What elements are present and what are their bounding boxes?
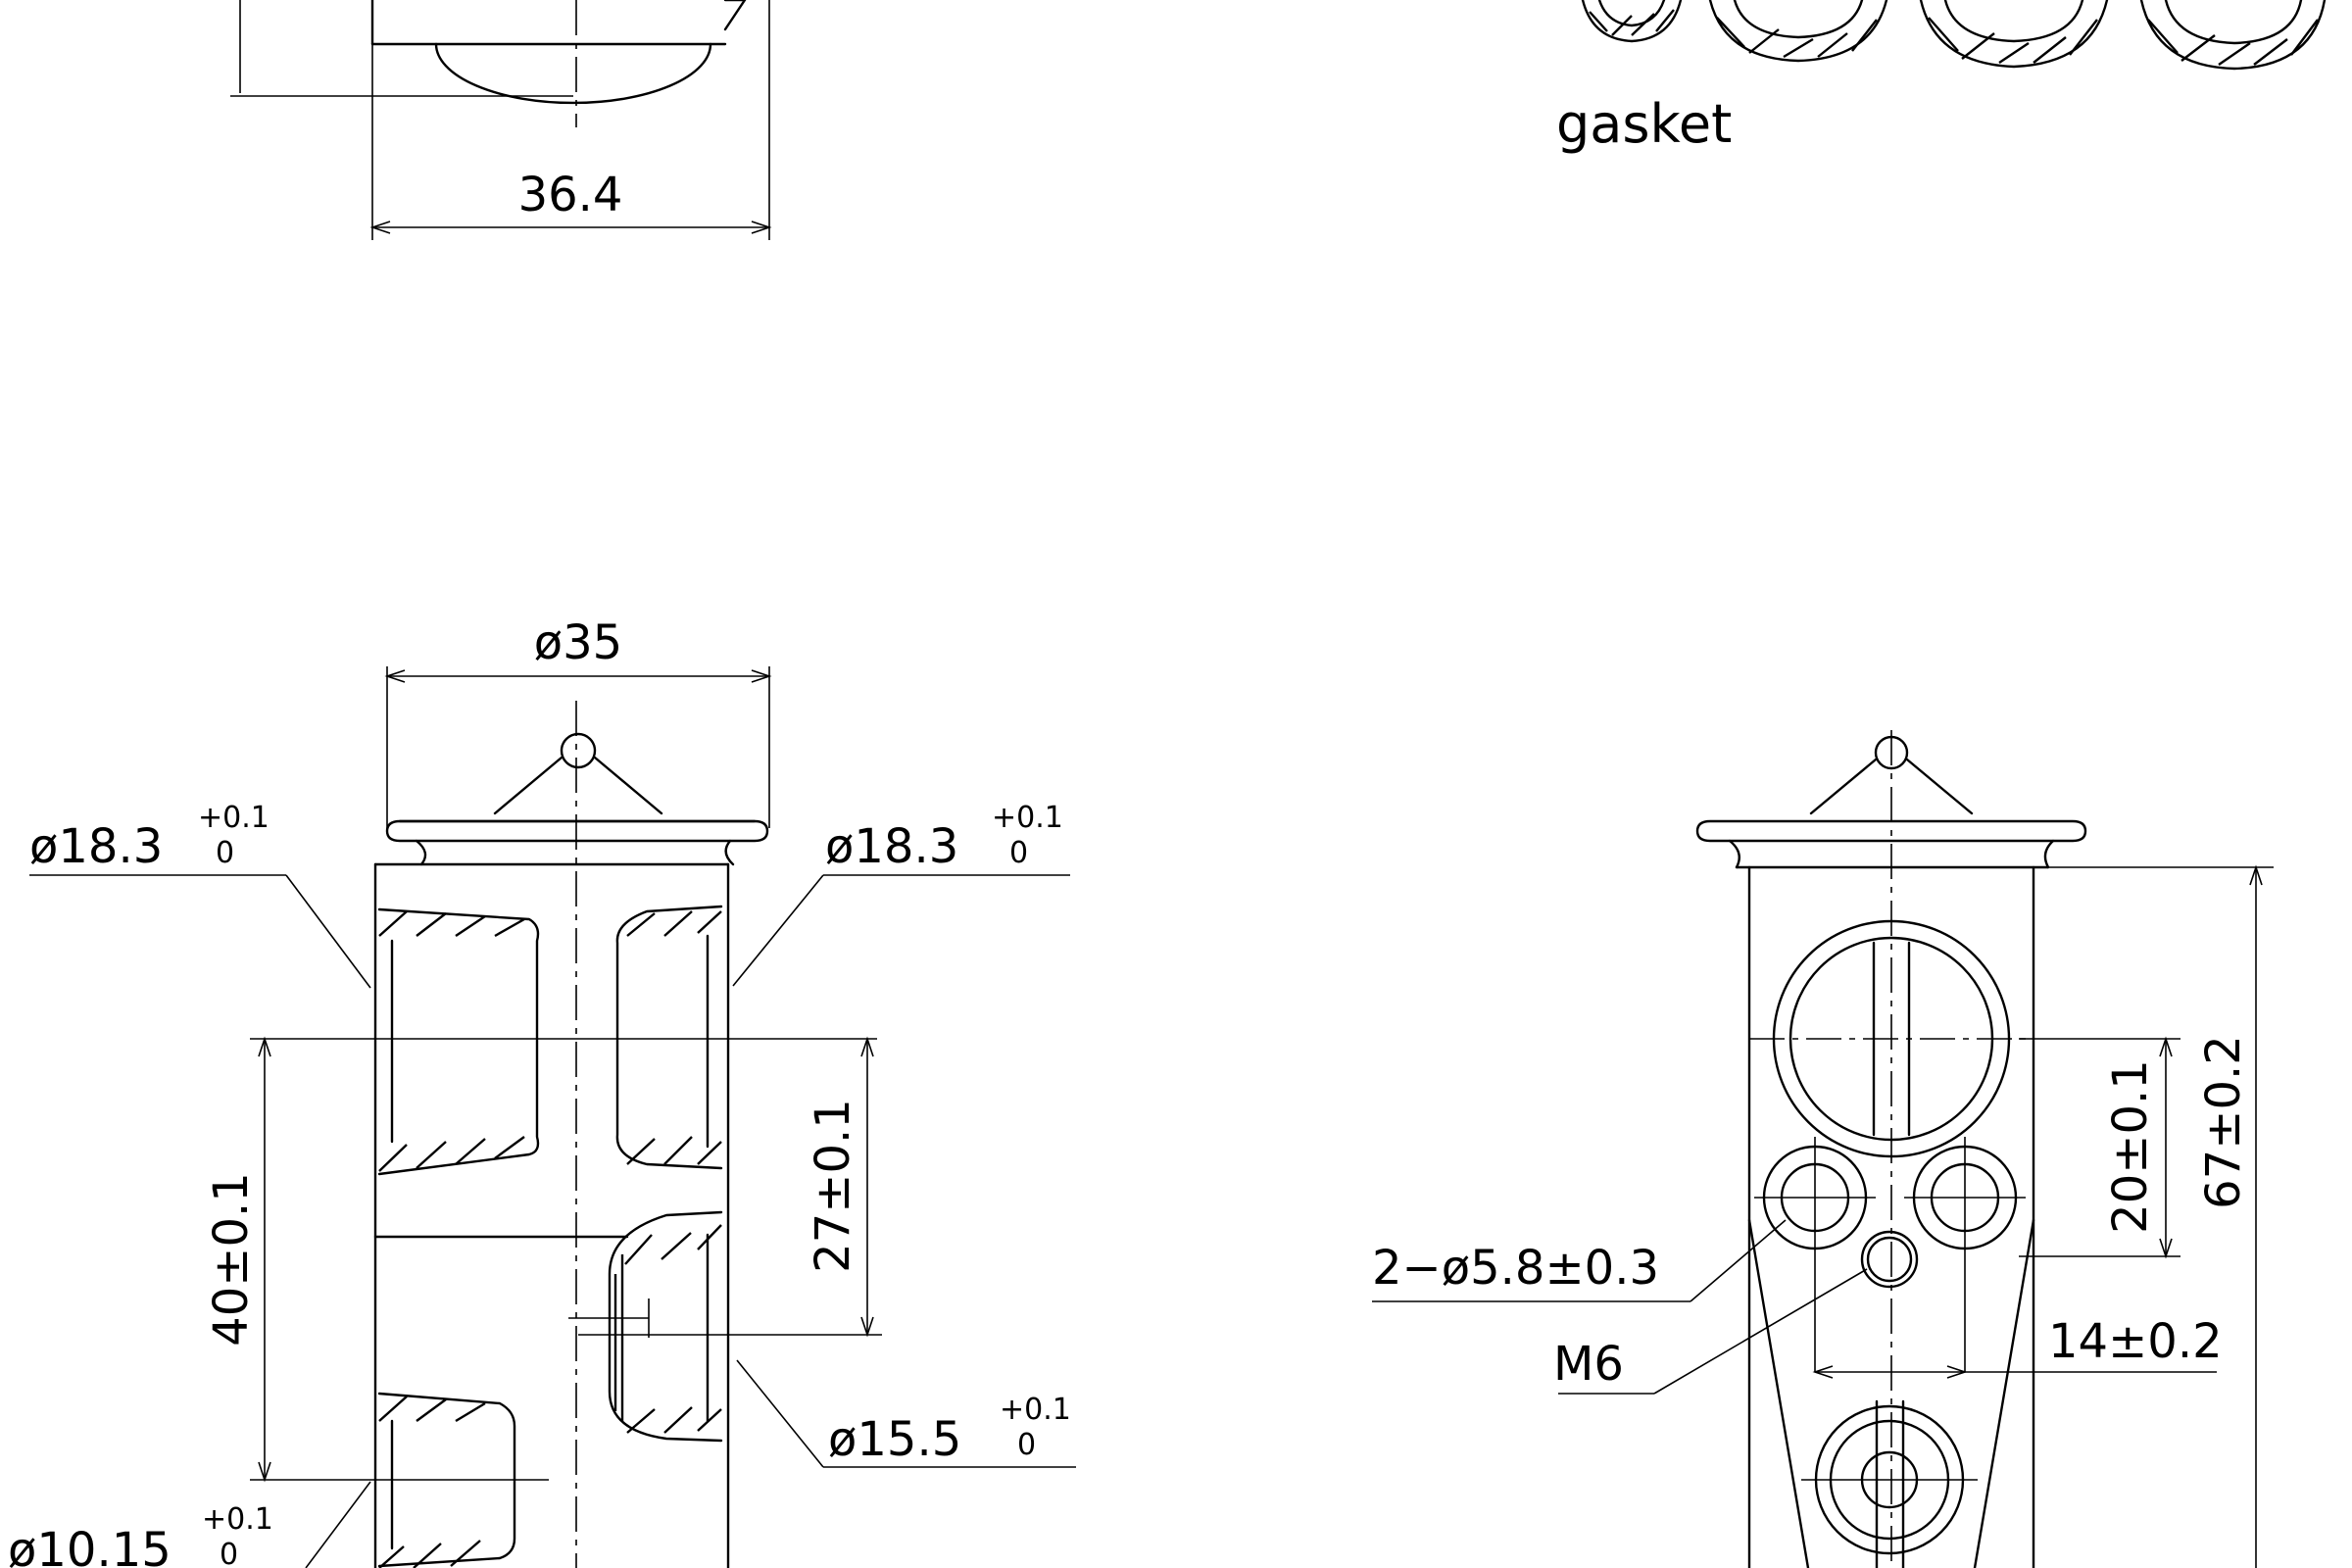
port-upper-left [377, 907, 540, 1176]
holes-2-dia-5-8-label: 2−ø5.8±0.3 [1372, 1241, 1659, 1296]
dia-10-15-tol-lower: 0 [220, 1538, 238, 1568]
side-view: 67±0.2 20±0.1 14±0.2 2−ø5.8±0.3 [1372, 730, 2274, 1568]
dim-dia-35: ø35 [384, 615, 772, 828]
dia-18-3-right-tol-upper: +0.1 [992, 801, 1063, 835]
dim-14: 14±0.2 [1812, 1314, 2223, 1379]
dim-40-label: 40±0.1 [204, 1172, 259, 1347]
gasket-1 [1581, 0, 1683, 43]
gasket-group: gasket [1556, 0, 2327, 155]
dia-18-3-left-tol-upper: +0.1 [198, 801, 270, 835]
dia-15-5-tol-lower: 0 [1017, 1428, 1036, 1462]
dia-18-3-right-label: ø18.3 [825, 819, 958, 874]
dim-27: 27±0.1 [578, 1036, 882, 1338]
dim-dia-18-3-right: ø18.3 +0.1 0 [732, 801, 1070, 987]
side-thread-m6 [1860, 1230, 1919, 1289]
thread-m6-label: M6 [1553, 1337, 1624, 1392]
dia-15-5-label: ø15.5 [828, 1412, 961, 1467]
side-hole-right [1904, 1137, 2026, 1372]
dim-27-label: 27±0.1 [806, 1099, 860, 1273]
dia-18-3-right-tol-lower: 0 [1009, 836, 1028, 870]
dim-m6: M6 [1553, 1268, 1868, 1395]
side-diaphragm-head [1695, 735, 2087, 869]
dim-40: 40±0.1 [204, 1036, 877, 1483]
dia-10-15-label: ø10.15 [8, 1523, 172, 1568]
gasket-label: gasket [1556, 93, 1732, 155]
dim-67-label: 67±0.2 [2196, 1035, 2251, 1209]
top-left-view: 36.4 [230, 0, 772, 240]
side-port-large [1749, 919, 2034, 1158]
gasket-3 [1919, 0, 2109, 69]
section-view: ø35 40±0.1 27±0.1 ø18.3 +0.1 0 [8, 615, 1076, 1568]
dim-dia-15-5: ø15.5 +0.1 0 [736, 1359, 1076, 1468]
gasket-2 [1708, 0, 1888, 63]
dim-20: 20±0.1 [2019, 1036, 2180, 1259]
dia-18-3-left-tol-lower: 0 [216, 836, 234, 870]
port-lower-right [568, 1210, 723, 1443]
dia-35-label: ø35 [534, 615, 622, 670]
dim-dia-18-3-left: ø18.3 +0.1 0 [29, 801, 371, 989]
dim-20-label: 20±0.1 [2103, 1059, 2158, 1234]
port-upper-right [615, 905, 723, 1170]
dia-10-15-tol-upper: +0.1 [202, 1502, 273, 1537]
side-hole-left [1754, 1137, 1876, 1372]
dim-2-holes: 2−ø5.8±0.3 [1372, 1219, 1787, 1302]
dim-14-label: 14±0.2 [2048, 1314, 2223, 1369]
port-lower-left [377, 1392, 516, 1568]
side-port-lower [1801, 1399, 1978, 1568]
dia-18-3-left-label: ø18.3 [29, 819, 163, 874]
dim-dia-10-15: ø10.15 +0.1 0 [8, 1481, 371, 1568]
dia-15-5-tol-upper: +0.1 [1000, 1393, 1071, 1427]
diaphragm-head [385, 732, 769, 866]
dim-67: 67±0.2 [2034, 864, 2274, 1568]
width-dimension-36-4: 36.4 [518, 168, 623, 222]
gasket-4 [2139, 0, 2327, 71]
